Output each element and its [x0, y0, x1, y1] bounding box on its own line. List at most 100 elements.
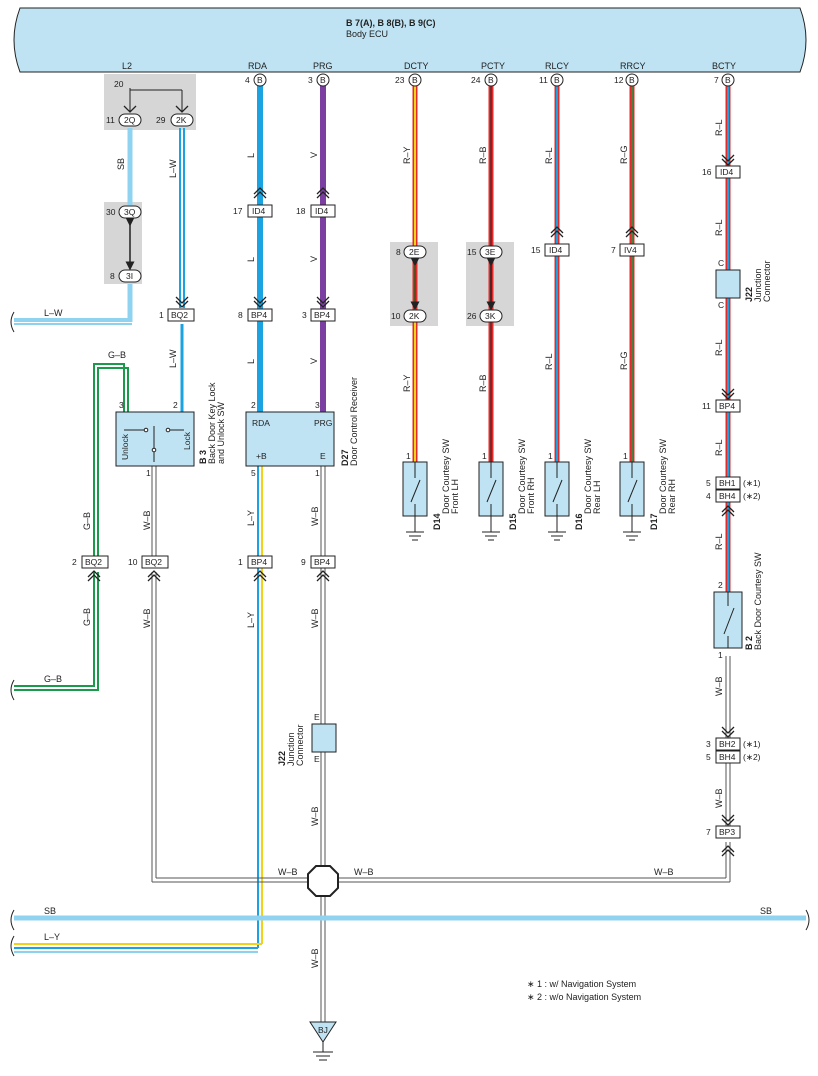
connector-3i: 3I 8 [110, 269, 142, 283]
ecu-pin-bcty: B 7 [714, 73, 735, 87]
connector-2e: 2E 8 [396, 245, 427, 259]
connector-bh4-b: BH4 5 (∗2) [706, 750, 761, 764]
d14-code: D14 [432, 513, 442, 530]
svg-text:ID4: ID4 [720, 167, 734, 177]
svg-text:BP4: BP4 [719, 401, 735, 411]
wire-label-gb3: G–B [82, 608, 92, 626]
connector-id4-c: ID4 15 [531, 243, 570, 257]
wire-wb-b3 [151, 466, 157, 882]
connector-bp4-b: BP4 3 [302, 308, 336, 322]
wire-label-wb6: W–B [310, 948, 320, 968]
terminal-dcty: DCTY [404, 61, 429, 71]
connector-bq2-a: BQ2 1 [159, 308, 195, 322]
wire-label-ry1: R–Y [402, 146, 412, 164]
svg-text:BJ: BJ [318, 1025, 328, 1035]
svg-text:3: 3 [706, 739, 711, 749]
splice-point [307, 865, 339, 897]
wire-label-lw2: L–W [168, 349, 178, 368]
wire-label-gb2: G–B [82, 512, 92, 530]
connector-id4-d: ID4 16 [702, 165, 741, 179]
svg-text:9: 9 [301, 557, 306, 567]
connector-bh4-a: BH4 4 (∗2) [706, 489, 761, 503]
ground-bj: BJ [309, 1021, 337, 1061]
svg-text:26: 26 [467, 311, 477, 321]
wire-label-sb: SB [116, 158, 126, 170]
svg-text:24: 24 [471, 75, 481, 85]
d15-code: D15 [508, 513, 518, 530]
receiver-d27: 2 3 5 1 RDA PRG +B E D27 Door Control Re… [245, 377, 359, 478]
d15-name1: Door Courtesy SW [517, 438, 527, 514]
svg-text:3: 3 [308, 75, 313, 85]
wire-label-wb7: W–B [278, 867, 298, 877]
svg-text:3: 3 [119, 400, 124, 410]
d17-name1: Door Courtesy SW [658, 438, 668, 514]
connector-id4-a: ID4 17 [233, 204, 273, 218]
wire-label-rl2: R–L [544, 353, 554, 370]
svg-text:(∗1): (∗1) [743, 478, 761, 488]
svg-text:BP4: BP4 [314, 557, 330, 567]
svg-text:BH1: BH1 [719, 478, 736, 488]
courtesy-sw-d15: 1 D15 Door Courtesy SW Front RH [478, 438, 536, 541]
svg-text:1: 1 [548, 451, 553, 461]
wire-label-wb5: W–B [310, 806, 320, 826]
svg-text:(∗2): (∗2) [743, 752, 761, 762]
svg-text:3I: 3I [126, 271, 133, 281]
svg-text:3: 3 [302, 310, 307, 320]
junction-j22-lower: E E J22 Junction Connector [277, 712, 337, 766]
terminal-rlcy: RLCY [545, 61, 569, 71]
svg-text:BP3: BP3 [719, 827, 735, 837]
wire-label-gb: G–B [108, 350, 126, 360]
courtesy-sw-d17: 1 D17 Door Courtesy SW Rear RH [619, 438, 677, 541]
svg-text:5: 5 [251, 468, 256, 478]
wire-label-sb2: SB [44, 906, 56, 916]
courtesy-sw-d14: 1 D14 Door Courtesy SW Front LH [402, 438, 460, 541]
svg-text:B: B [257, 75, 263, 85]
connector-2k-b: 2K 10 [391, 309, 427, 323]
svg-text:ID4: ID4 [315, 206, 329, 216]
svg-text:8: 8 [238, 310, 243, 320]
b3-code: B 3 [198, 450, 208, 464]
d27-plusb: +B [256, 451, 267, 461]
svg-text:BQ2: BQ2 [85, 557, 102, 567]
svg-text:B: B [629, 75, 635, 85]
wire-label-rl7: R–L [714, 533, 724, 550]
svg-text:17: 17 [233, 206, 243, 216]
ecu-terminal-labels: L2 RDA PRG DCTY PCTY RLCY RRCY BCTY [122, 61, 736, 71]
svg-text:5: 5 [706, 752, 711, 762]
connector-iv4: IV4 7 [611, 243, 645, 257]
oval-connectors: 2Q 11 2K 29 3Q 30 3I 8 2E 8 2K 10 [106, 113, 503, 323]
connector-3e: 3E 15 [467, 245, 503, 259]
b3-unlock-label: Unlock [120, 433, 130, 460]
d16-name1: Door Courtesy SW [583, 438, 593, 514]
connector-3q: 3Q 30 [106, 205, 142, 219]
wire-label-sb3: SB [760, 906, 772, 916]
svg-text:20: 20 [114, 79, 124, 89]
d14-name2: Front LH [450, 479, 460, 514]
svg-text:11: 11 [539, 75, 548, 85]
j22-low-name1: Junction [286, 732, 296, 766]
ecu-pin-l2: 20 [114, 79, 124, 89]
switch-b3: 3 2 1 Unlock Lock B 3 Back Door Key Lock… [115, 382, 226, 478]
svg-text:2: 2 [173, 400, 178, 410]
svg-text:2: 2 [72, 557, 77, 567]
wire-label-ly1: L–Y [246, 510, 256, 526]
svg-text:BQ2: BQ2 [171, 310, 188, 320]
wire-label-l2: L [246, 257, 256, 262]
b3-name1: Back Door Key Lock [207, 382, 217, 464]
d15-name2: Front RH [526, 477, 536, 514]
ecu-subtitle: Body ECU [346, 29, 388, 39]
svg-text:4: 4 [706, 491, 711, 501]
svg-text:2K: 2K [409, 311, 420, 321]
wire-label-rl3: R–L [714, 119, 724, 136]
wire-label-rb1: R–B [478, 146, 488, 164]
connector-3k: 3K 26 [467, 309, 503, 323]
svg-text:1: 1 [623, 451, 628, 461]
svg-text:B: B [725, 75, 731, 85]
svg-text:1: 1 [482, 451, 487, 461]
ecu-pin-pcty: B 24 [471, 73, 498, 87]
note-2: ∗ 2 : w/o Navigation System [527, 992, 641, 1002]
svg-text:1: 1 [406, 451, 411, 461]
connector-bp4-a: BP4 8 [238, 308, 273, 322]
shield-regions [104, 74, 514, 326]
